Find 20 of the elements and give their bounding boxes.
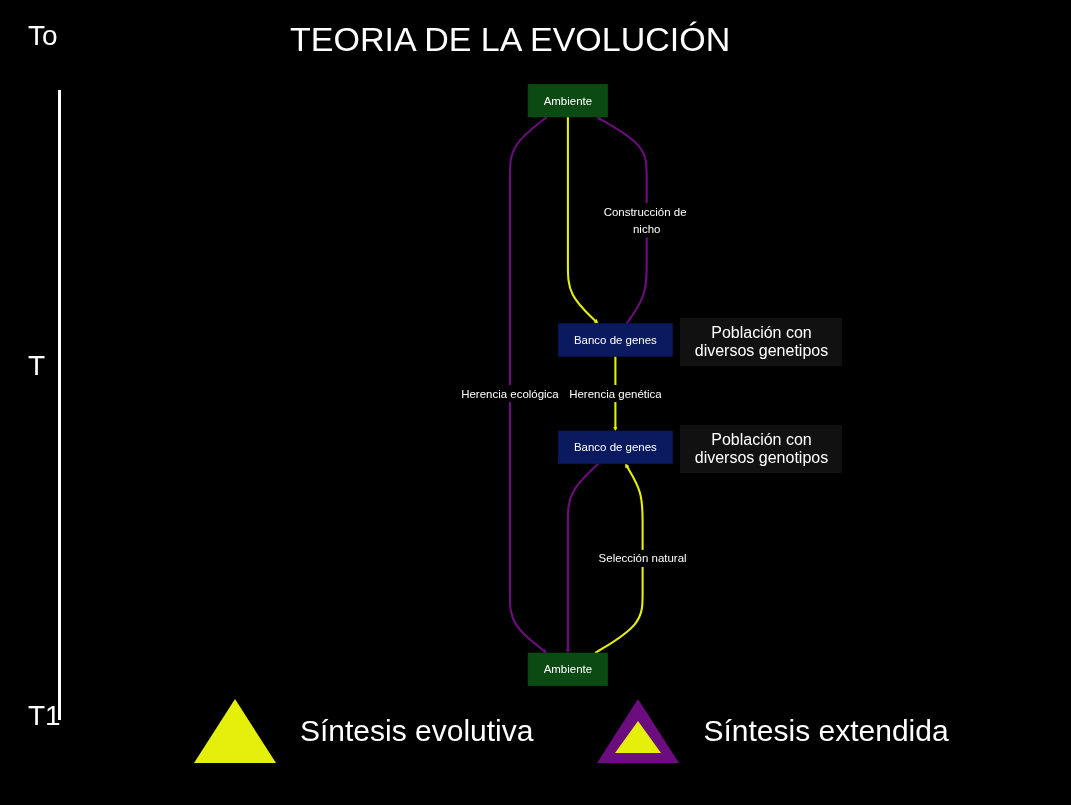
time-label: T1 [28, 700, 61, 732]
edge-label: Selección natural [598, 551, 687, 565]
node-box: Banco de genes [558, 430, 673, 464]
node-caption: Población con diversos genetipos [680, 317, 843, 366]
arrow [594, 463, 644, 654]
diagram-title: TEORIA DE LA EVOLUCIÓN [290, 20, 731, 59]
node-box: Ambiente [527, 83, 608, 118]
arrow [566, 117, 599, 324]
arrow [565, 462, 599, 654]
node-box: Banco de genes [558, 323, 673, 357]
node-caption: Población con diversos genotipos [680, 425, 843, 474]
legend-text: Síntesis evolutiva [300, 714, 534, 748]
time-label: To [28, 20, 58, 52]
edge-label: Herencia genética [569, 387, 662, 401]
arrow [508, 116, 548, 654]
edge-label: Construcción de nicho [603, 205, 687, 236]
legend-text: Síntesis extendida [703, 714, 949, 748]
time-label: T [28, 350, 46, 382]
node-box: Ambiente [527, 652, 608, 687]
edge-label: Herencia ecológica [461, 387, 559, 401]
